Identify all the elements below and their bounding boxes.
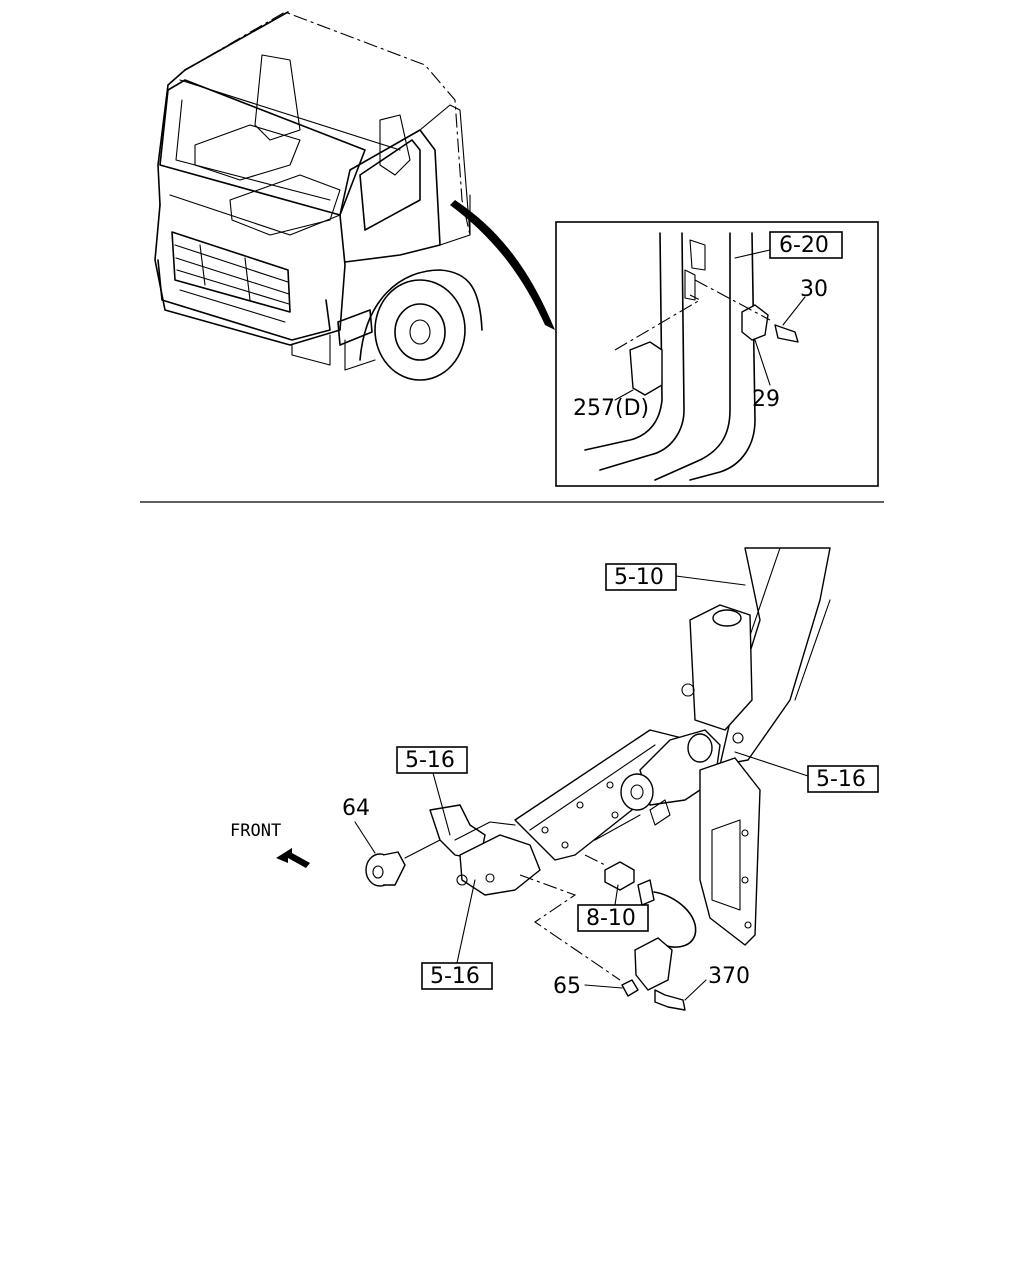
part-label-29: 29 [752, 387, 780, 412]
part-label-30: 30 [800, 277, 828, 302]
ref-5-10: 5-10 [614, 565, 664, 590]
truck-cab-illustration [154, 11, 483, 381]
front-arrow-icon [276, 848, 310, 868]
inset-box [555, 221, 879, 487]
ref-box-5-16-right [807, 765, 879, 793]
ref-5-16-left: 5-16 [405, 748, 455, 773]
ref-box-8-10 [577, 904, 649, 932]
callout-sweep [450, 200, 555, 330]
ref-box-5-16-lower [421, 962, 493, 990]
leader-5-16-lower [456, 879, 476, 964]
part-label-64: 64 [342, 796, 370, 821]
leader-65 [584, 984, 623, 989]
door-frame-detail [584, 232, 806, 481]
leader-370 [684, 979, 707, 1001]
front-label: FRONT [230, 821, 281, 841]
ref-box-5-16-left [396, 746, 468, 774]
leader-8-10 [614, 884, 619, 906]
ref-5-16-right: 5-16 [816, 767, 866, 792]
ref-8-10: 8-10 [586, 906, 636, 931]
leader-64 [354, 821, 376, 854]
ref-6-20: 6-20 [779, 233, 829, 258]
leader-5-16-right [734, 751, 809, 777]
ref-box-5-10 [605, 563, 677, 591]
leader-5-10 [675, 575, 746, 586]
ref-5-16-lower: 5-16 [430, 964, 480, 989]
part-label-370: 370 [708, 964, 750, 989]
ref-box-6-20 [769, 231, 843, 259]
chassis-frame-illustration [365, 547, 831, 1011]
part-label-65: 65 [553, 974, 581, 999]
leader-5-16-left [432, 772, 451, 836]
part-label-257d: 257(D) [573, 396, 649, 421]
